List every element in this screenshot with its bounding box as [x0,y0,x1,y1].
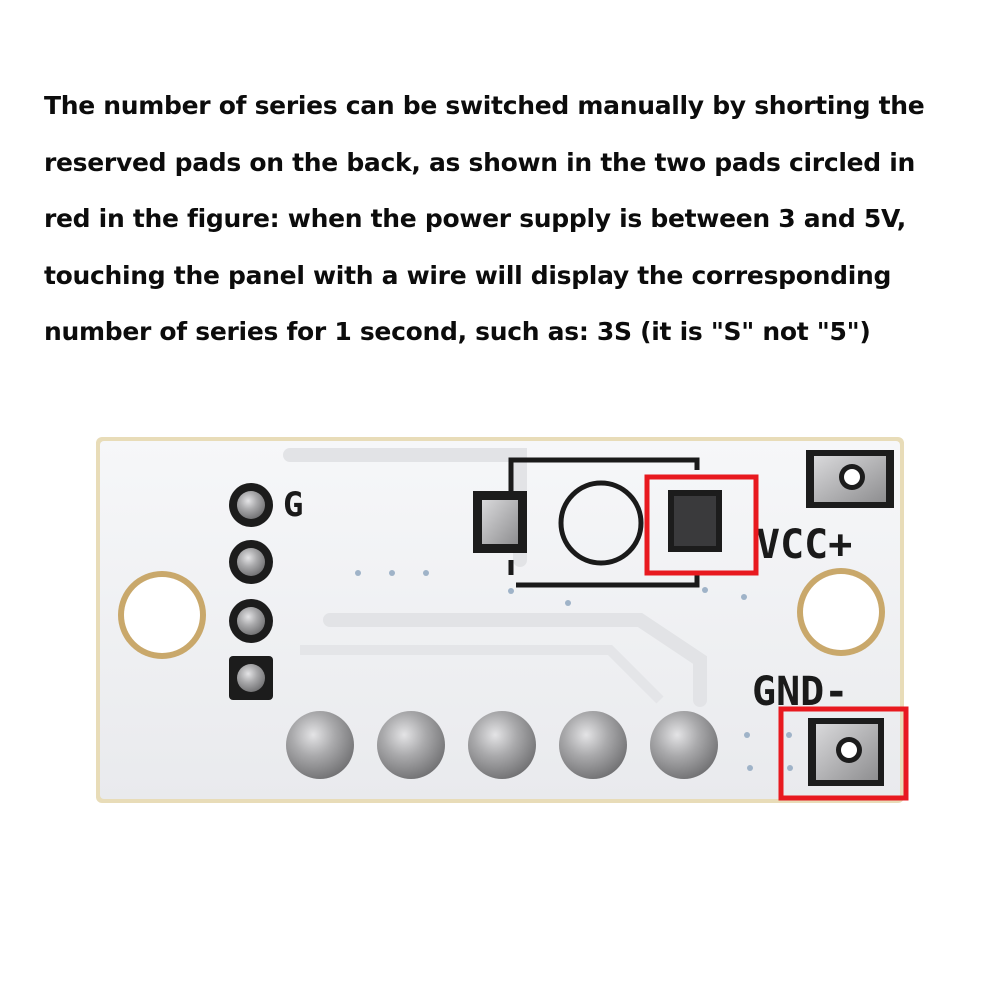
highlight-box-gnd-pad [778,706,909,801]
switch-footprint [473,457,722,588]
vcc-pad [806,450,894,508]
caption-line-4: touching the panel with a wire will disp… [44,260,892,290]
highlight-box-vcc-pad [644,474,759,576]
label-vcc: VCC+ [756,522,852,568]
gnd-pad [808,718,884,786]
caption-line-5: number of series for 1 second, such as: … [44,317,871,346]
caption-line-1: The number of series can be switched man… [44,91,925,120]
mounting-hole-right [797,568,885,656]
caption-line-3: red in the figure: when the power supply… [44,204,906,233]
caption-line-2: reserved pads on the back, as shown in t… [44,147,916,177]
vias [355,570,793,771]
caption-text: The number of series can be switched man… [44,78,964,361]
solder-pads-row [286,711,718,779]
mounting-hole-left [118,571,206,659]
label-g: G [283,485,303,525]
header-pins [229,483,273,700]
